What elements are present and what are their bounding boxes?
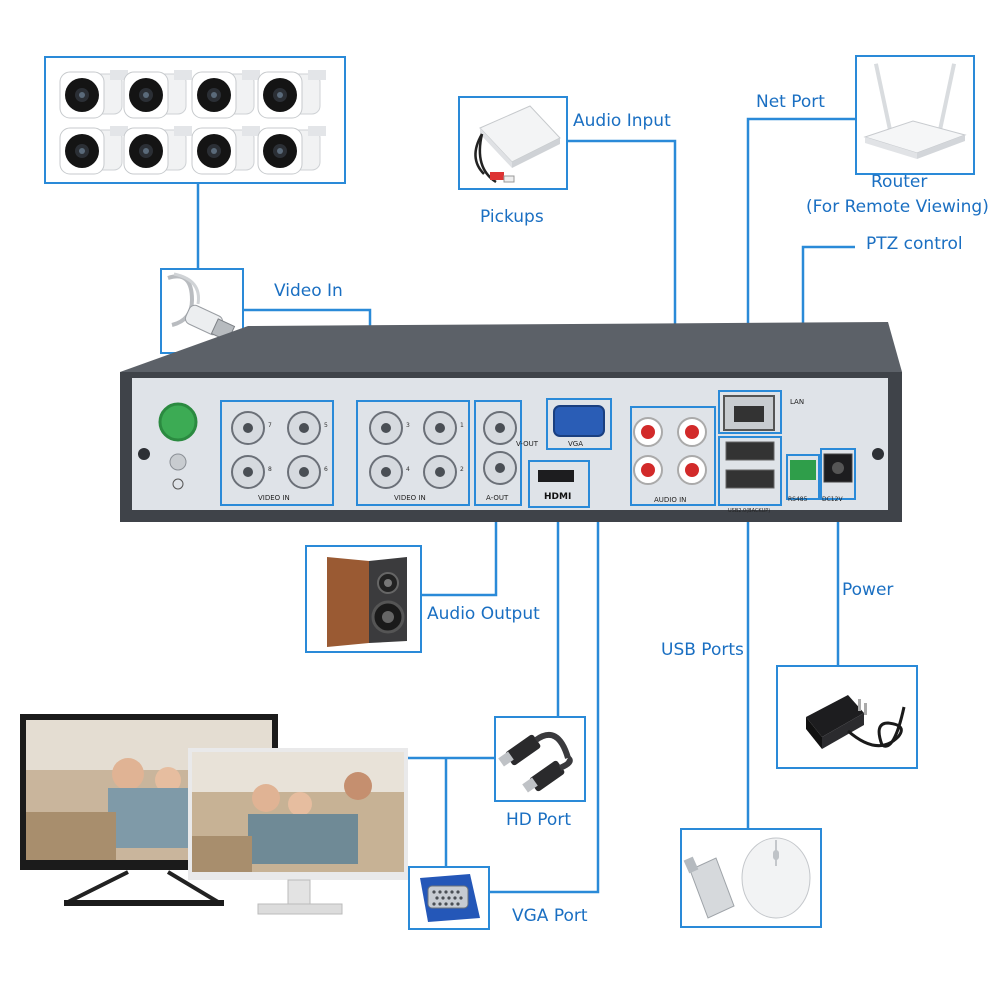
camera bbox=[59, 70, 128, 119]
channel-2: 2 bbox=[460, 466, 464, 473]
channel-4: 4 bbox=[406, 466, 410, 473]
camera bbox=[59, 126, 128, 175]
hdmi-port-frame bbox=[528, 460, 590, 508]
video-in-label-2: VIDEO IN bbox=[394, 494, 426, 502]
pickups-image bbox=[474, 105, 561, 184]
v-out-a-out-group bbox=[474, 400, 522, 506]
channel-6: 6 bbox=[324, 466, 328, 473]
channel-8: 8 bbox=[268, 466, 272, 473]
usb-port-frame bbox=[718, 436, 782, 506]
power-adapter-box bbox=[776, 665, 918, 769]
net-port-label: Net Port bbox=[756, 92, 825, 112]
hdmi-label: HDMI bbox=[544, 492, 572, 502]
speaker-box bbox=[305, 545, 422, 653]
camera bbox=[257, 70, 326, 119]
camera bbox=[257, 126, 326, 175]
router-label: Router bbox=[871, 172, 928, 192]
pickups-label: Pickups bbox=[480, 207, 544, 227]
a-out-label: A-OUT bbox=[486, 494, 509, 502]
lan-port-frame bbox=[718, 390, 782, 434]
rs485-frame bbox=[786, 454, 820, 500]
usb-label: USB2.0(BACKUP) bbox=[728, 508, 771, 514]
hdmi-cable-box bbox=[494, 716, 586, 802]
router-box bbox=[855, 55, 975, 175]
v-out-label: V-OUT bbox=[516, 440, 539, 448]
channel-5: 5 bbox=[324, 422, 328, 429]
pickups-box bbox=[458, 96, 568, 190]
vga-connector-image bbox=[420, 874, 480, 922]
usb-ports-label: USB Ports bbox=[661, 640, 744, 660]
video-in-label-1: VIDEO IN bbox=[258, 494, 290, 502]
router-note-label: (For Remote Viewing) bbox=[806, 197, 989, 217]
vga-cable-box bbox=[408, 866, 490, 930]
channel-1: 1 bbox=[460, 422, 464, 429]
router-image bbox=[863, 63, 967, 159]
ptz-control-label: PTZ control bbox=[866, 234, 963, 254]
cameras-image bbox=[59, 70, 326, 175]
hd-port-label: HD Port bbox=[506, 810, 571, 830]
video-in-group-2 bbox=[356, 400, 470, 506]
camera bbox=[123, 126, 192, 175]
usb-devices-box bbox=[680, 828, 822, 928]
power-label: Power bbox=[842, 580, 894, 600]
camera bbox=[191, 70, 260, 119]
dc12v-label: DC12V bbox=[822, 496, 843, 503]
dc-jack-frame bbox=[820, 448, 856, 500]
lan-label: LAN bbox=[790, 398, 805, 406]
dvr-unit: VIDEO IN VIDEO IN V-OUT A-OUT VGA HDMI A… bbox=[118, 322, 902, 524]
audio-output-label: Audio Output bbox=[427, 604, 540, 624]
vga-label: VGA bbox=[568, 440, 584, 448]
vga-port-frame bbox=[546, 398, 612, 450]
usb-devices-image bbox=[683, 837, 811, 919]
rs485-label: RS485 bbox=[788, 496, 808, 503]
hdmi-cable-image bbox=[498, 732, 573, 793]
power-adapter-image bbox=[806, 695, 906, 749]
monitors-image bbox=[18, 712, 410, 922]
video-in-label: Video In bbox=[274, 281, 343, 301]
audio-in-label: AUDIO IN bbox=[654, 496, 687, 504]
audio-input-label: Audio Input bbox=[573, 111, 671, 131]
audio-in-frame bbox=[630, 406, 716, 506]
video-in-group-1 bbox=[220, 400, 334, 506]
channel-7: 7 bbox=[268, 422, 272, 429]
speaker-image bbox=[327, 557, 407, 647]
camera bbox=[191, 126, 260, 175]
cameras-box bbox=[44, 56, 346, 184]
vga-port-label: VGA Port bbox=[512, 906, 588, 926]
camera bbox=[123, 70, 192, 119]
channel-3: 3 bbox=[406, 422, 410, 429]
